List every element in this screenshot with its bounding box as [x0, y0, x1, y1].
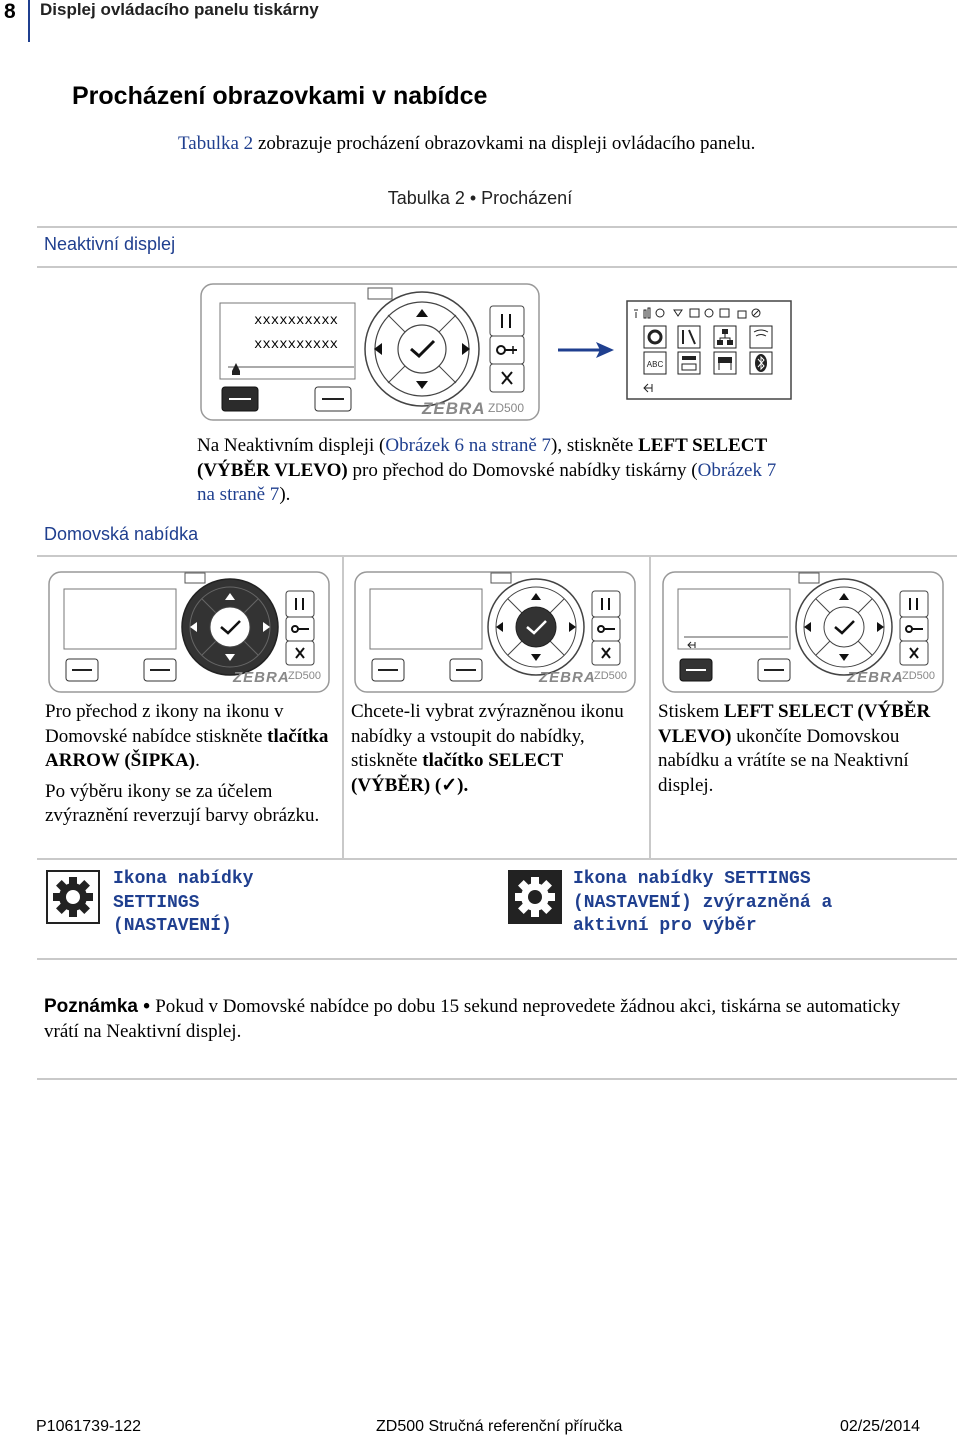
- col1-p1-text: Pro přechod z ikony na ikonu v Domovské …: [45, 701, 284, 747]
- footer-doc-title: ZD500 Stručná referenční příručka: [376, 1418, 623, 1435]
- checkmark-icon: ✓: [441, 774, 458, 796]
- row-rule-home: [37, 555, 957, 557]
- col1-paragraph-1: Pro přechod z ikony na ikonu v Domovské …: [45, 700, 335, 774]
- model-label-idle: ZD500: [488, 401, 525, 415]
- panel-left-select-highlighted: [662, 571, 944, 693]
- footer-date: 02/25/2014: [840, 1418, 921, 1435]
- figure-6-link[interactable]: Obrázek 6 na straně 7: [385, 435, 552, 456]
- idle-screen-line1: xxxxxxxxxx: [254, 313, 339, 329]
- col3-text-start: Stiskem: [658, 701, 724, 722]
- row-label-idle: Neaktivní displej: [44, 234, 176, 254]
- idle-text-2: ), stiskněte: [551, 435, 639, 456]
- note-bottom-rule: [37, 1078, 957, 1080]
- note-label: Poznámka •: [44, 996, 156, 1017]
- row-rule-home-bottom: [37, 858, 957, 860]
- col3-bold: LEFT SELECT (VÝBĚR VLEVO): [658, 701, 931, 747]
- col1-p1-bold: tlačítka ARROW (ŠIPKA): [45, 725, 329, 772]
- home-menu-screen: ABC: [626, 300, 792, 400]
- col2-bold: tlačítko SELECT (VÝBĚR) (: [351, 750, 563, 796]
- col1-paragraph-2: Po výběru ikony se za účelem zvýraznění …: [45, 780, 320, 827]
- column-divider-2: [649, 556, 651, 858]
- col2-bold-end: ).: [457, 774, 469, 796]
- zebra-logo-idle: ZEBRA: [422, 399, 486, 418]
- svg-text:ABC: ABC: [647, 360, 664, 369]
- page-number: 8: [4, 0, 16, 23]
- chapter-title: Displej ovládacího panelu tiskárny: [40, 0, 319, 19]
- table-top-rule: [37, 226, 957, 228]
- col2-text: Chcete-li vybrat zvýrazněnou ikonu nabíd…: [351, 700, 641, 798]
- arrow-right-icon: [556, 340, 616, 360]
- col3-text: Stiskem LEFT SELECT (VÝBĚR VLEVO) ukončí…: [658, 700, 948, 798]
- model-label-panel-1: ZD500: [288, 670, 322, 682]
- idle-text-3: pro přechod do Domovské nabídky tiskárny…: [347, 459, 698, 481]
- col3-text-end: ukončíte Domovskou nabídku a vrátíte se …: [658, 725, 909, 796]
- note-text: Pokud v Domovské nabídce po dobu 15 seku…: [44, 996, 901, 1042]
- table-2-link[interactable]: Tabulka 2: [178, 133, 254, 154]
- zebra-logo-panel-1: ZEBRA: [233, 669, 290, 686]
- footer-doc-id: P1061739-122: [36, 1418, 141, 1435]
- model-label-panel-3: ZD500: [902, 670, 936, 682]
- table-bottom-rule: [37, 958, 957, 960]
- idle-control-panel: [200, 283, 540, 421]
- idle-text-1: Na Neaktivním displeji (: [197, 435, 386, 456]
- row-label-home: Domovská nabídka: [44, 524, 199, 544]
- figure-7-link[interactable]: Obrázek 7 na straně 7: [197, 459, 777, 506]
- idle-text-4: ).: [279, 484, 291, 505]
- model-label-panel-2: ZD500: [594, 670, 628, 682]
- header-rule: [28, 0, 30, 42]
- zebra-logo-panel-3: ZEBRA: [847, 669, 904, 686]
- settings-highlighted-icon: [508, 870, 562, 924]
- zebra-logo-panel-2: ZEBRA: [539, 669, 596, 686]
- col1-p1-end: .: [195, 750, 200, 771]
- row-rule-idle: [37, 266, 957, 268]
- col1-text: Pro přechod z ikony na ikonu v Domovské …: [45, 700, 335, 835]
- panel-arrows-highlighted: [48, 571, 330, 693]
- idle-row-description: Na Neaktivním displeji (Obrázek 6 na str…: [197, 434, 777, 508]
- table-title: Tabulka 2 • Procházení: [387, 188, 573, 208]
- section-title: Procházení obrazovkami v nabídce: [72, 82, 488, 110]
- settings-icon-caption: Ikona nabídky SETTINGS (NASTAVENÍ): [113, 869, 254, 936]
- column-divider-1: [342, 556, 344, 858]
- intro-paragraph: Tabulka 2 zobrazuje procházení obrazovka…: [178, 133, 755, 155]
- settings-icon: [46, 870, 100, 924]
- idle-bold-1: LEFT SELECT (VÝBĚR VLEVO): [197, 435, 767, 481]
- panel-select-highlighted: [354, 571, 636, 693]
- col2-text-main: Chcete-li vybrat zvýrazněnou ikonu nabíd…: [351, 701, 624, 771]
- settings-highlighted-caption: Ikona nabídky SETTINGS (NASTAVENÍ) zvýra…: [573, 869, 833, 936]
- intro-text: zobrazuje procházení obrazovkami na disp…: [253, 133, 756, 154]
- note-paragraph: Poznámka • Pokud v Domovské nabídce po d…: [44, 994, 924, 1044]
- idle-screen-line2: xxxxxxxxxx: [254, 337, 339, 353]
